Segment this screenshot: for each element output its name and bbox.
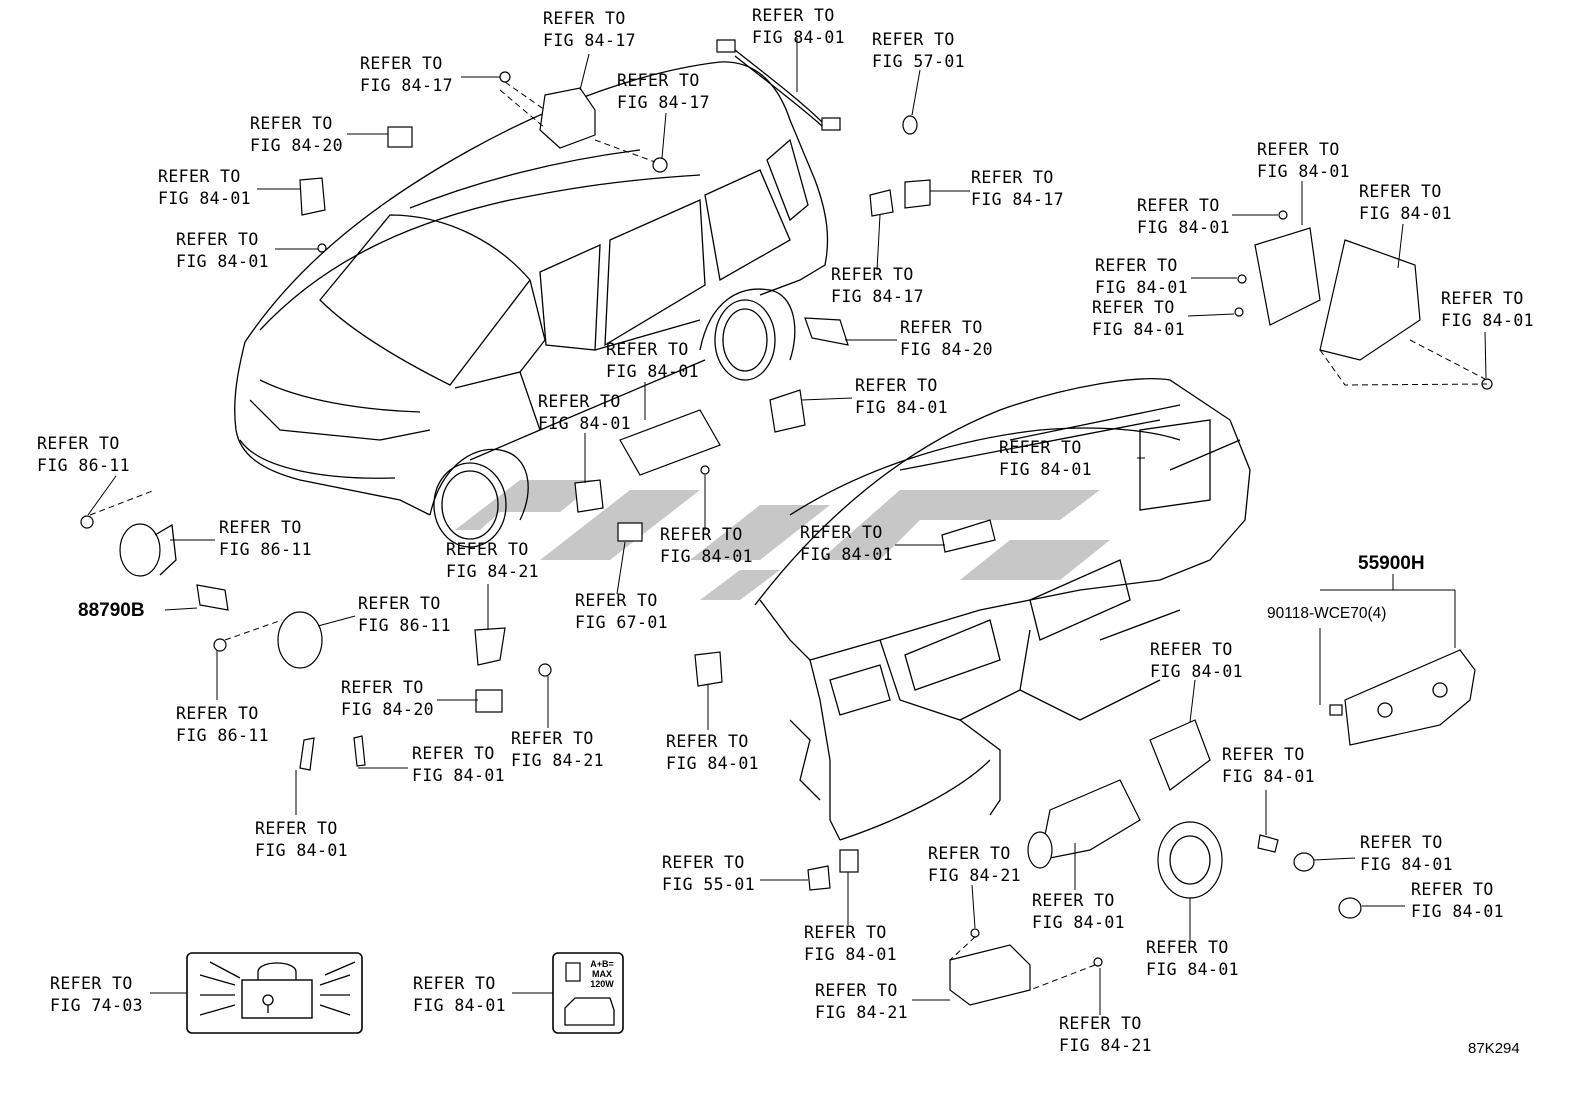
climate-control-panel — [1344, 649, 1476, 746]
part-number-screw: 90118-WCE70(4) — [1267, 605, 1387, 622]
clip — [499, 71, 511, 83]
power-outlet-rating: A+B= MAX 120W — [590, 959, 614, 989]
screw — [317, 243, 327, 253]
part-number-horn-bracket: 88790B — [78, 600, 145, 621]
switch — [299, 177, 326, 216]
connector — [716, 39, 736, 53]
security-label — [186, 952, 363, 1034]
combination-switch — [1149, 719, 1211, 791]
connector — [821, 117, 841, 131]
ecu-bracket — [1254, 227, 1321, 326]
relay — [387, 126, 413, 148]
watermark-logo — [455, 480, 1110, 600]
figure-code: 87K294 — [1468, 1040, 1520, 1057]
spiral-cable — [1157, 821, 1223, 899]
parts — [80, 39, 1493, 1006]
power-window-switch — [619, 409, 721, 476]
grommet — [902, 115, 918, 135]
vehicle-outline — [234, 61, 829, 548]
part-number-control-panel: 55900H — [1358, 553, 1425, 574]
horn-high — [119, 523, 161, 577]
clip — [652, 157, 668, 173]
airbag-sensor-assembly — [949, 944, 1031, 1006]
horn-low — [277, 611, 323, 669]
power-outlet-label — [552, 952, 624, 1034]
instrument-panel-outline — [754, 378, 1251, 841]
leader-lines — [87, 38, 1487, 1015]
horn-bracket — [196, 584, 229, 611]
ecu-mount — [1319, 239, 1421, 361]
relay-block — [539, 87, 596, 149]
